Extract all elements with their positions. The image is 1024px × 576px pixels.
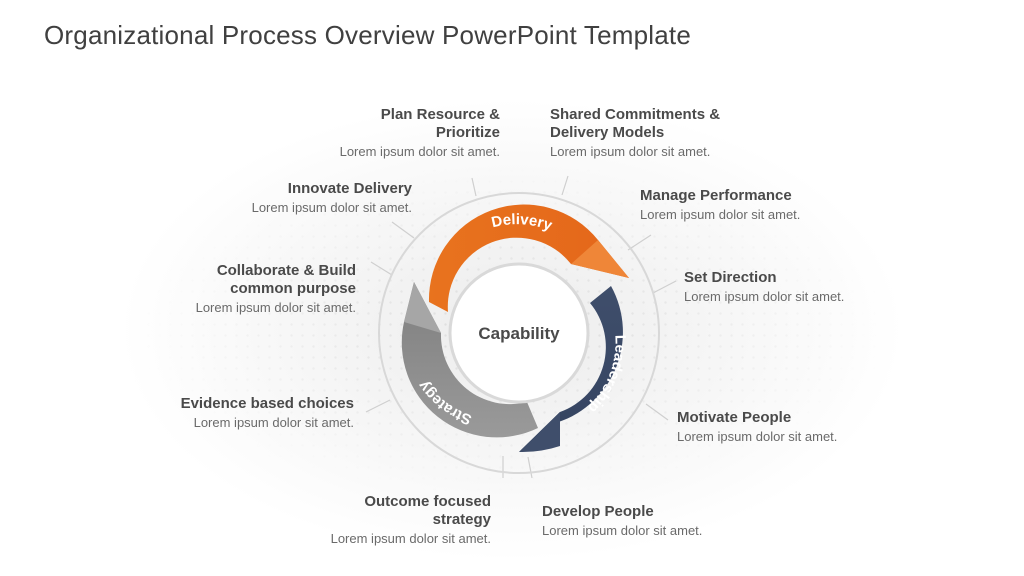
item-title: Motivate People xyxy=(677,409,792,426)
item-develop-people: Develop People Lorem ipsum dolor sit ame… xyxy=(542,503,762,539)
connector-innovate-delivery xyxy=(391,221,415,239)
connector-motivate-people xyxy=(645,403,669,421)
connector-set-direction xyxy=(652,280,677,294)
item-shared-commitments: Shared Commitments & Delivery Models Lor… xyxy=(550,106,770,160)
leadership-arrow xyxy=(519,286,623,452)
center-label: Capability xyxy=(478,324,560,343)
item-description: Lorem ipsum dolor sit amet. xyxy=(330,531,491,546)
leadership-tail xyxy=(519,412,560,453)
connector-collaborate xyxy=(370,261,393,276)
strategy-arrowhead xyxy=(404,282,441,333)
item-set-direction: Set Direction Lorem ipsum dolor sit amet… xyxy=(684,269,904,305)
item-title: Outcome focused strategy xyxy=(364,493,491,528)
item-manage-performance: Manage Performance Lorem ipsum dolor sit… xyxy=(640,187,860,223)
item-title: Manage Performance xyxy=(640,187,792,204)
item-title: Develop People xyxy=(542,503,654,520)
item-evidence-based: Evidence based choices Lorem ipsum dolor… xyxy=(134,395,354,431)
page-title: Organizational Process Overview PowerPoi… xyxy=(44,20,692,50)
delivery-arrow xyxy=(428,204,629,312)
item-innovate-delivery: Innovate Delivery Lorem ipsum dolor sit … xyxy=(192,180,412,216)
item-description: Lorem ipsum dolor sit amet. xyxy=(193,415,354,430)
item-title: Shared Commitments & Delivery Models xyxy=(550,106,721,141)
connector-shared-commitments xyxy=(561,175,569,196)
item-title: Collaborate & Build common purpose xyxy=(216,262,356,297)
connector-lines xyxy=(365,175,677,479)
item-description: Lorem ipsum dolor sit amet. xyxy=(251,200,412,215)
item-description: Lorem ipsum dolor sit amet. xyxy=(677,429,838,444)
item-description: Lorem ipsum dolor sit amet. xyxy=(684,289,845,304)
outer-ring xyxy=(378,192,660,474)
connector-plan-resource xyxy=(471,177,477,197)
item-description: Lorem ipsum dolor sit amet. xyxy=(640,207,801,222)
item-motivate-people: Motivate People Lorem ipsum dolor sit am… xyxy=(677,409,897,445)
item-description: Lorem ipsum dolor sit amet. xyxy=(550,144,711,159)
item-title: Plan Resource & Prioritize xyxy=(380,106,500,141)
item-plan-resource: Plan Resource & Prioritize Lorem ipsum d… xyxy=(280,106,500,160)
item-collaborate: Collaborate & Build common purpose Lorem… xyxy=(136,262,356,316)
item-title: Set Direction xyxy=(684,269,777,286)
connector-develop-people xyxy=(527,456,533,479)
item-description: Lorem ipsum dolor sit amet. xyxy=(542,523,703,538)
item-description: Lorem ipsum dolor sit amet. xyxy=(339,144,500,159)
delivery-arrowhead xyxy=(571,240,629,278)
connector-manage-performance xyxy=(627,234,652,251)
item-outcome-focused: Outcome focused strategy Lorem ipsum dol… xyxy=(271,493,491,547)
item-title: Innovate Delivery xyxy=(287,180,412,197)
item-description: Lorem ipsum dolor sit amet. xyxy=(195,300,356,315)
strategy-arrow xyxy=(401,282,538,438)
inner-ring xyxy=(448,262,590,404)
connector-evidence-based xyxy=(365,399,391,413)
item-title: Evidence based choices xyxy=(180,395,354,412)
